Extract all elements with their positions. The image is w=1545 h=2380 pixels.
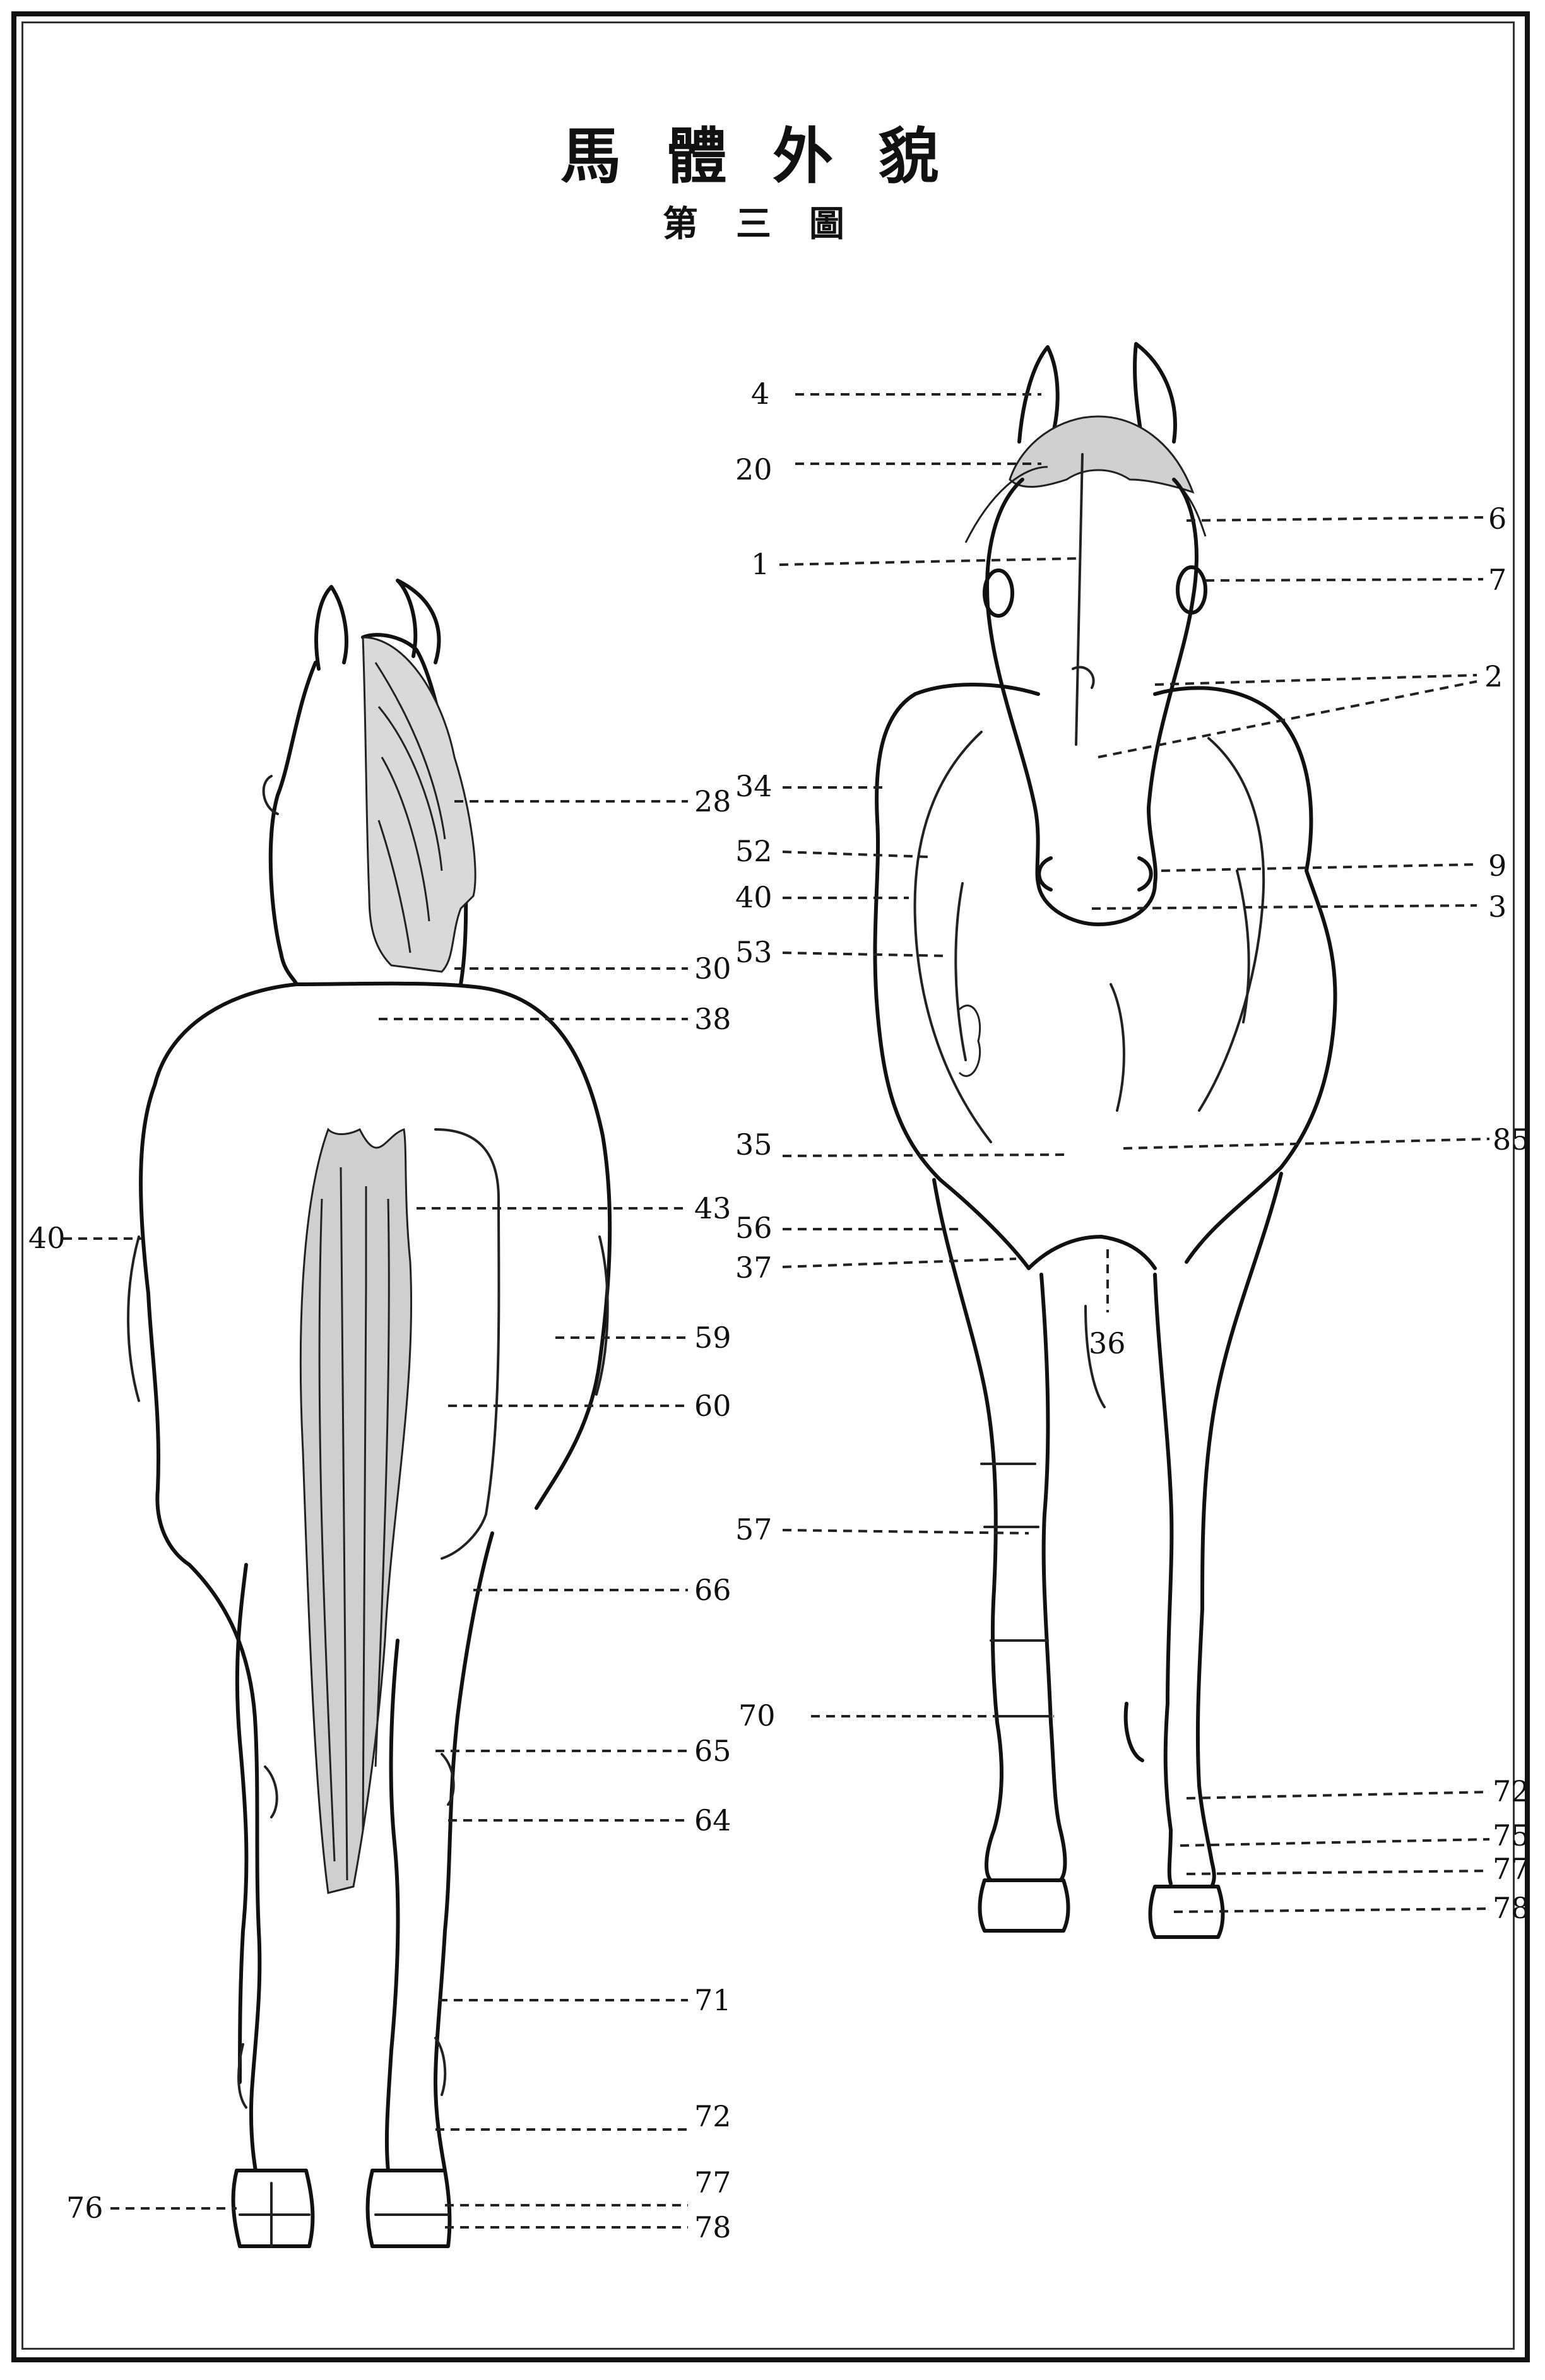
label-rear-43: 43 [694, 1191, 731, 1225]
label-front-7: 7 [1488, 563, 1507, 597]
label-front-35: 35 [735, 1128, 772, 1162]
leader-front-35 [783, 1155, 1067, 1156]
rear-left-hoof [234, 2171, 313, 2246]
front-face-midline [1076, 454, 1082, 745]
front-view-horse [875, 344, 1335, 1937]
front-right-pastern-outer [1199, 1786, 1214, 1887]
front-head [987, 480, 1197, 924]
front-right-chestnut [1126, 1704, 1142, 1760]
mane [363, 637, 475, 972]
label-rear-59: 59 [694, 1321, 731, 1355]
front-leg-band-lower [991, 1641, 1051, 1716]
label-rear-71: 71 [694, 1983, 731, 2017]
leader-front-72 [1187, 1792, 1489, 1798]
label-front-77: 77 [1493, 1852, 1530, 1886]
rear-left-hock [265, 1767, 277, 1817]
label-front-2: 2 [1484, 659, 1503, 693]
label-rear-60: 60 [694, 1389, 731, 1423]
label-front-1: 1 [751, 547, 769, 581]
label-front-40: 40 [735, 880, 772, 914]
rear-right-hoof [368, 2171, 450, 2246]
leader-front-85 [1123, 1139, 1489, 1148]
front-right-shoulder-inner [1199, 738, 1264, 1110]
leader-front-52 [783, 852, 928, 857]
label-rear-65: 65 [694, 1734, 731, 1768]
front-right-leg-inner [1155, 1275, 1171, 1704]
label-front-20: 20 [735, 452, 772, 486]
label-rear-40: 40 [28, 1221, 66, 1255]
label-rear-72: 72 [694, 2099, 731, 2133]
rear-thigh-line [435, 1129, 499, 1558]
rear-left-fetlock [239, 2044, 246, 2107]
label-front-37: 37 [735, 1251, 772, 1285]
label-front-53: 53 [735, 935, 772, 969]
front-left-nostril [1039, 858, 1051, 890]
leader-front-1 [779, 558, 1079, 565]
label-front-34: 34 [735, 769, 772, 803]
front-right-nostril [1139, 858, 1151, 890]
tail [300, 1129, 411, 1893]
label-front-3: 3 [1488, 890, 1507, 924]
label-rear-30: 30 [694, 951, 731, 986]
rear-right-leg-inner [387, 1641, 398, 2171]
front-blaze [1073, 667, 1094, 688]
front-leg-band [981, 1464, 1038, 1527]
label-front-75: 75 [1493, 1818, 1530, 1853]
front-right-pastern-inner [1166, 1704, 1171, 1883]
front-chest-bottom [1029, 1237, 1155, 1268]
front-right-shoulder [1155, 688, 1335, 1262]
label-rear-76: 76 [66, 2191, 104, 2225]
front-left-shoulder-inner [915, 732, 991, 1142]
front-breast-line [1111, 984, 1124, 1110]
rear-view-horse [128, 580, 610, 2246]
label-front-52: 52 [735, 834, 772, 868]
leader-front-75 [1180, 1839, 1489, 1846]
rear-left-leg-inner [189, 1565, 259, 2171]
label-front-4: 4 [751, 377, 769, 411]
rear-left-leg-outer [237, 1565, 247, 2082]
rear-left-ear [316, 587, 346, 669]
leader-front-9 [1161, 864, 1477, 871]
label-rear-28: 28 [694, 784, 731, 818]
front-left-pastern-outer [986, 1723, 1002, 1880]
leader-front-57 [783, 1530, 1029, 1533]
leader-front-37 [783, 1259, 1016, 1267]
rear-left-hoof-detail [240, 2183, 309, 2246]
label-rear-78: 78 [694, 2210, 731, 2244]
front-chest-left [956, 883, 966, 1060]
label-rear-38: 38 [694, 1002, 731, 1036]
label-front-70: 70 [738, 1699, 776, 1733]
front-view-labels: 4 20 1 6 7 2 34 52 9 40 3 53 35 85 56 37 [735, 377, 1530, 1925]
label-front-6: 6 [1488, 502, 1507, 536]
label-front-85: 85 [1493, 1122, 1530, 1157]
leader-front-7 [1205, 579, 1483, 580]
rear-neck-left [271, 663, 316, 984]
front-left-leg-inner [1041, 1275, 1051, 1723]
front-right-leg-outer [1198, 1174, 1281, 1786]
label-front-9: 9 [1488, 849, 1507, 883]
leader-front-6 [1187, 517, 1483, 521]
front-left-hoof [980, 1880, 1068, 1931]
leader-front-3 [1092, 905, 1477, 909]
label-rear-77: 77 [694, 2165, 731, 2200]
label-front-78: 78 [1493, 1891, 1530, 1925]
rear-flank-left [128, 1237, 139, 1401]
label-rear-64: 64 [694, 1803, 731, 1837]
leader-front-77 [1187, 1871, 1489, 1874]
front-chest-right [1237, 871, 1249, 1022]
label-front-36: 36 [1089, 1326, 1126, 1360]
leader-front-53 [783, 953, 947, 956]
label-rear-66: 66 [694, 1573, 731, 1607]
label-front-56: 56 [735, 1211, 772, 1245]
label-front-72: 72 [1493, 1774, 1530, 1808]
rear-body-left [141, 984, 297, 1565]
leader-front-2a [1155, 675, 1477, 685]
forelock [1010, 416, 1193, 492]
label-front-57: 57 [735, 1512, 772, 1546]
front-left-pastern-inner [1051, 1723, 1065, 1880]
